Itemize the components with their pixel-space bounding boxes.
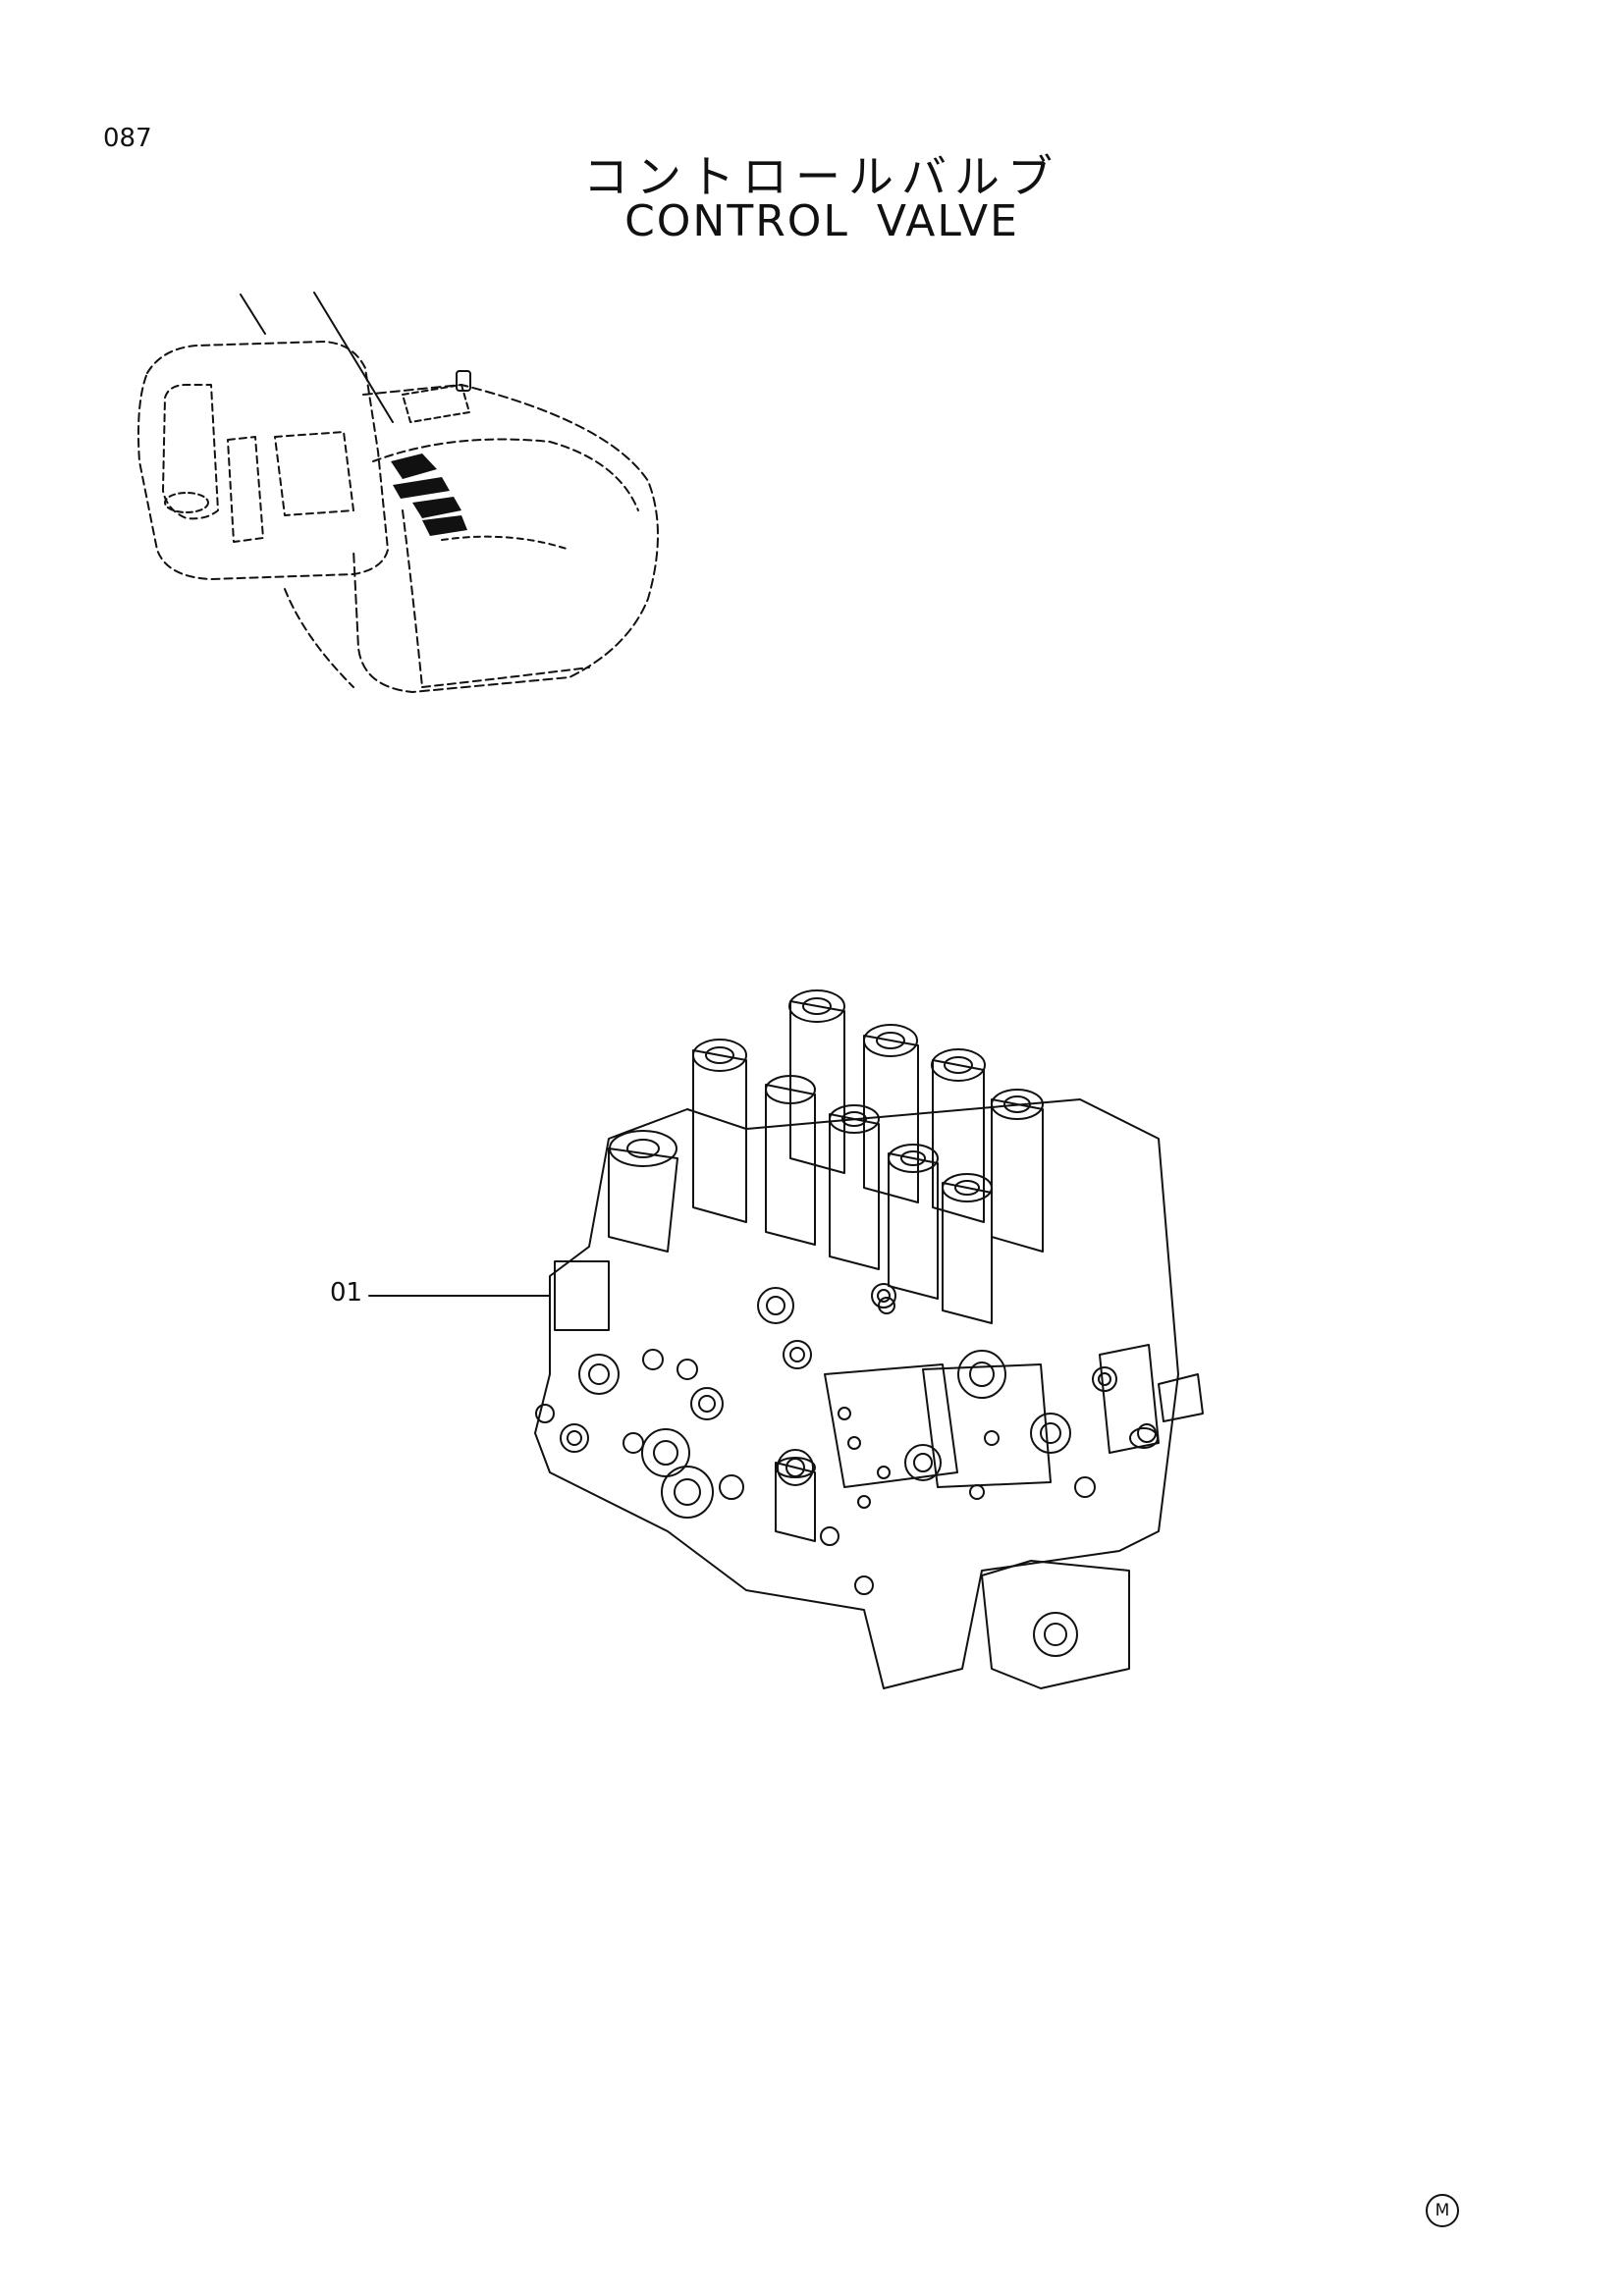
valve-location-mark <box>391 454 467 536</box>
page-number: 087 <box>103 124 152 153</box>
control-valve-assembly <box>534 989 1204 1689</box>
footer-mark: M <box>1426 2194 1459 2227</box>
excavator-location-view <box>137 292 659 693</box>
title-english: CONTROL VALVE <box>624 196 1019 246</box>
callout-label-01: 01 <box>330 1278 363 1308</box>
spool-towers <box>692 989 1044 1324</box>
title-japanese: コントロールバルブ <box>583 150 1060 203</box>
ports-and-bolts <box>535 1283 1157 1657</box>
